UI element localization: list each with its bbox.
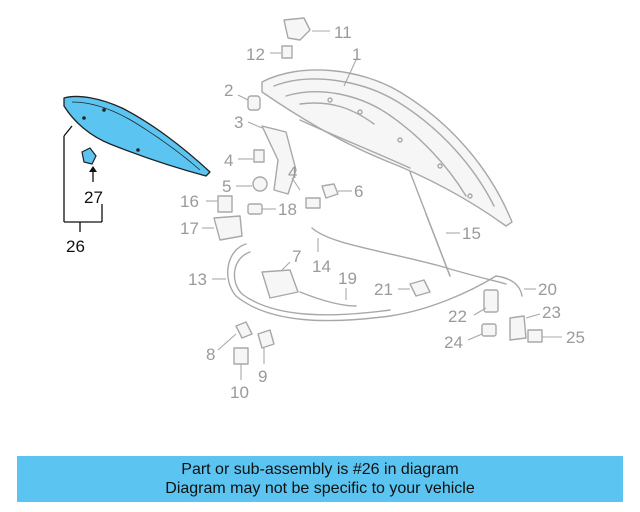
callout-24: 24 [444,333,463,352]
bracket-4b [291,177,301,191]
hood-latch-7 [261,261,299,299]
striker-21 [398,279,431,297]
callout-2: 2 [224,81,233,100]
callout-7: 7 [292,247,301,266]
bolt-4a [238,149,265,163]
banner-line-2: Diagram may not be specific to your vehi… [165,480,475,497]
callout-8: 8 [206,345,215,364]
parts-diagram: 1 2 3 4 4 5 6 7 8 9 10 11 12 13 14 15 16… [63,17,585,402]
callout-27: 27 [84,188,103,207]
callout-14: 14 [312,257,331,276]
fastener-6 [321,183,352,199]
hood-hinge-11 [283,17,330,41]
hood-insulator-26[interactable] [63,95,211,177]
callout-5: 5 [222,177,231,196]
hinge-bracket-3 [247,121,297,195]
bumper-2 [237,94,261,111]
grommet-5 [236,176,268,192]
insulator-clip-27[interactable] [81,147,97,165]
hood-panel [261,69,513,227]
callout-19: 19 [338,269,357,288]
screw-9 [257,329,275,364]
callout-13: 13 [188,270,207,289]
bracket-17 [202,215,243,241]
handle-22 [473,289,499,316]
bolt-24 [467,323,497,341]
callout-10: 10 [230,383,249,402]
banner-line-1: Part or sub-assembly is #26 in diagram [181,461,459,478]
callout-11: 11 [334,23,352,42]
hood-support-15 [409,171,460,277]
callout-12: 12 [246,45,265,64]
callout-18: 18 [278,200,297,219]
callout-23: 23 [542,303,561,322]
callout-6: 6 [354,182,363,201]
nut-10 [233,347,249,380]
callout-9: 9 [258,367,267,386]
callout-25: 25 [566,328,585,347]
callout-20: 20 [538,280,557,299]
release-cable-13 [212,243,497,322]
callout-22: 22 [448,307,467,326]
callout-16: 16 [180,192,199,211]
release-cable-14 [311,227,507,285]
callout-21: 21 [374,280,393,299]
callout-3: 3 [234,113,243,132]
callout-1: 1 [352,45,361,64]
bolt-12 [270,45,293,59]
cable-19 [299,288,357,307]
bracket-23 [509,313,541,341]
bolt-18-group [247,197,321,215]
screw-8 [217,321,253,351]
part-info-banner: Part or sub-assembly is #26 in diagram D… [17,456,623,502]
callout-26: 26 [66,237,85,256]
clip-25 [527,329,562,343]
callout-15: 15 [462,224,481,243]
callout-4b: 4 [288,163,297,182]
callout-4a: 4 [224,151,233,170]
bracket-16 [206,195,233,213]
callout-17: 17 [180,219,199,238]
cable-20 [495,275,536,297]
